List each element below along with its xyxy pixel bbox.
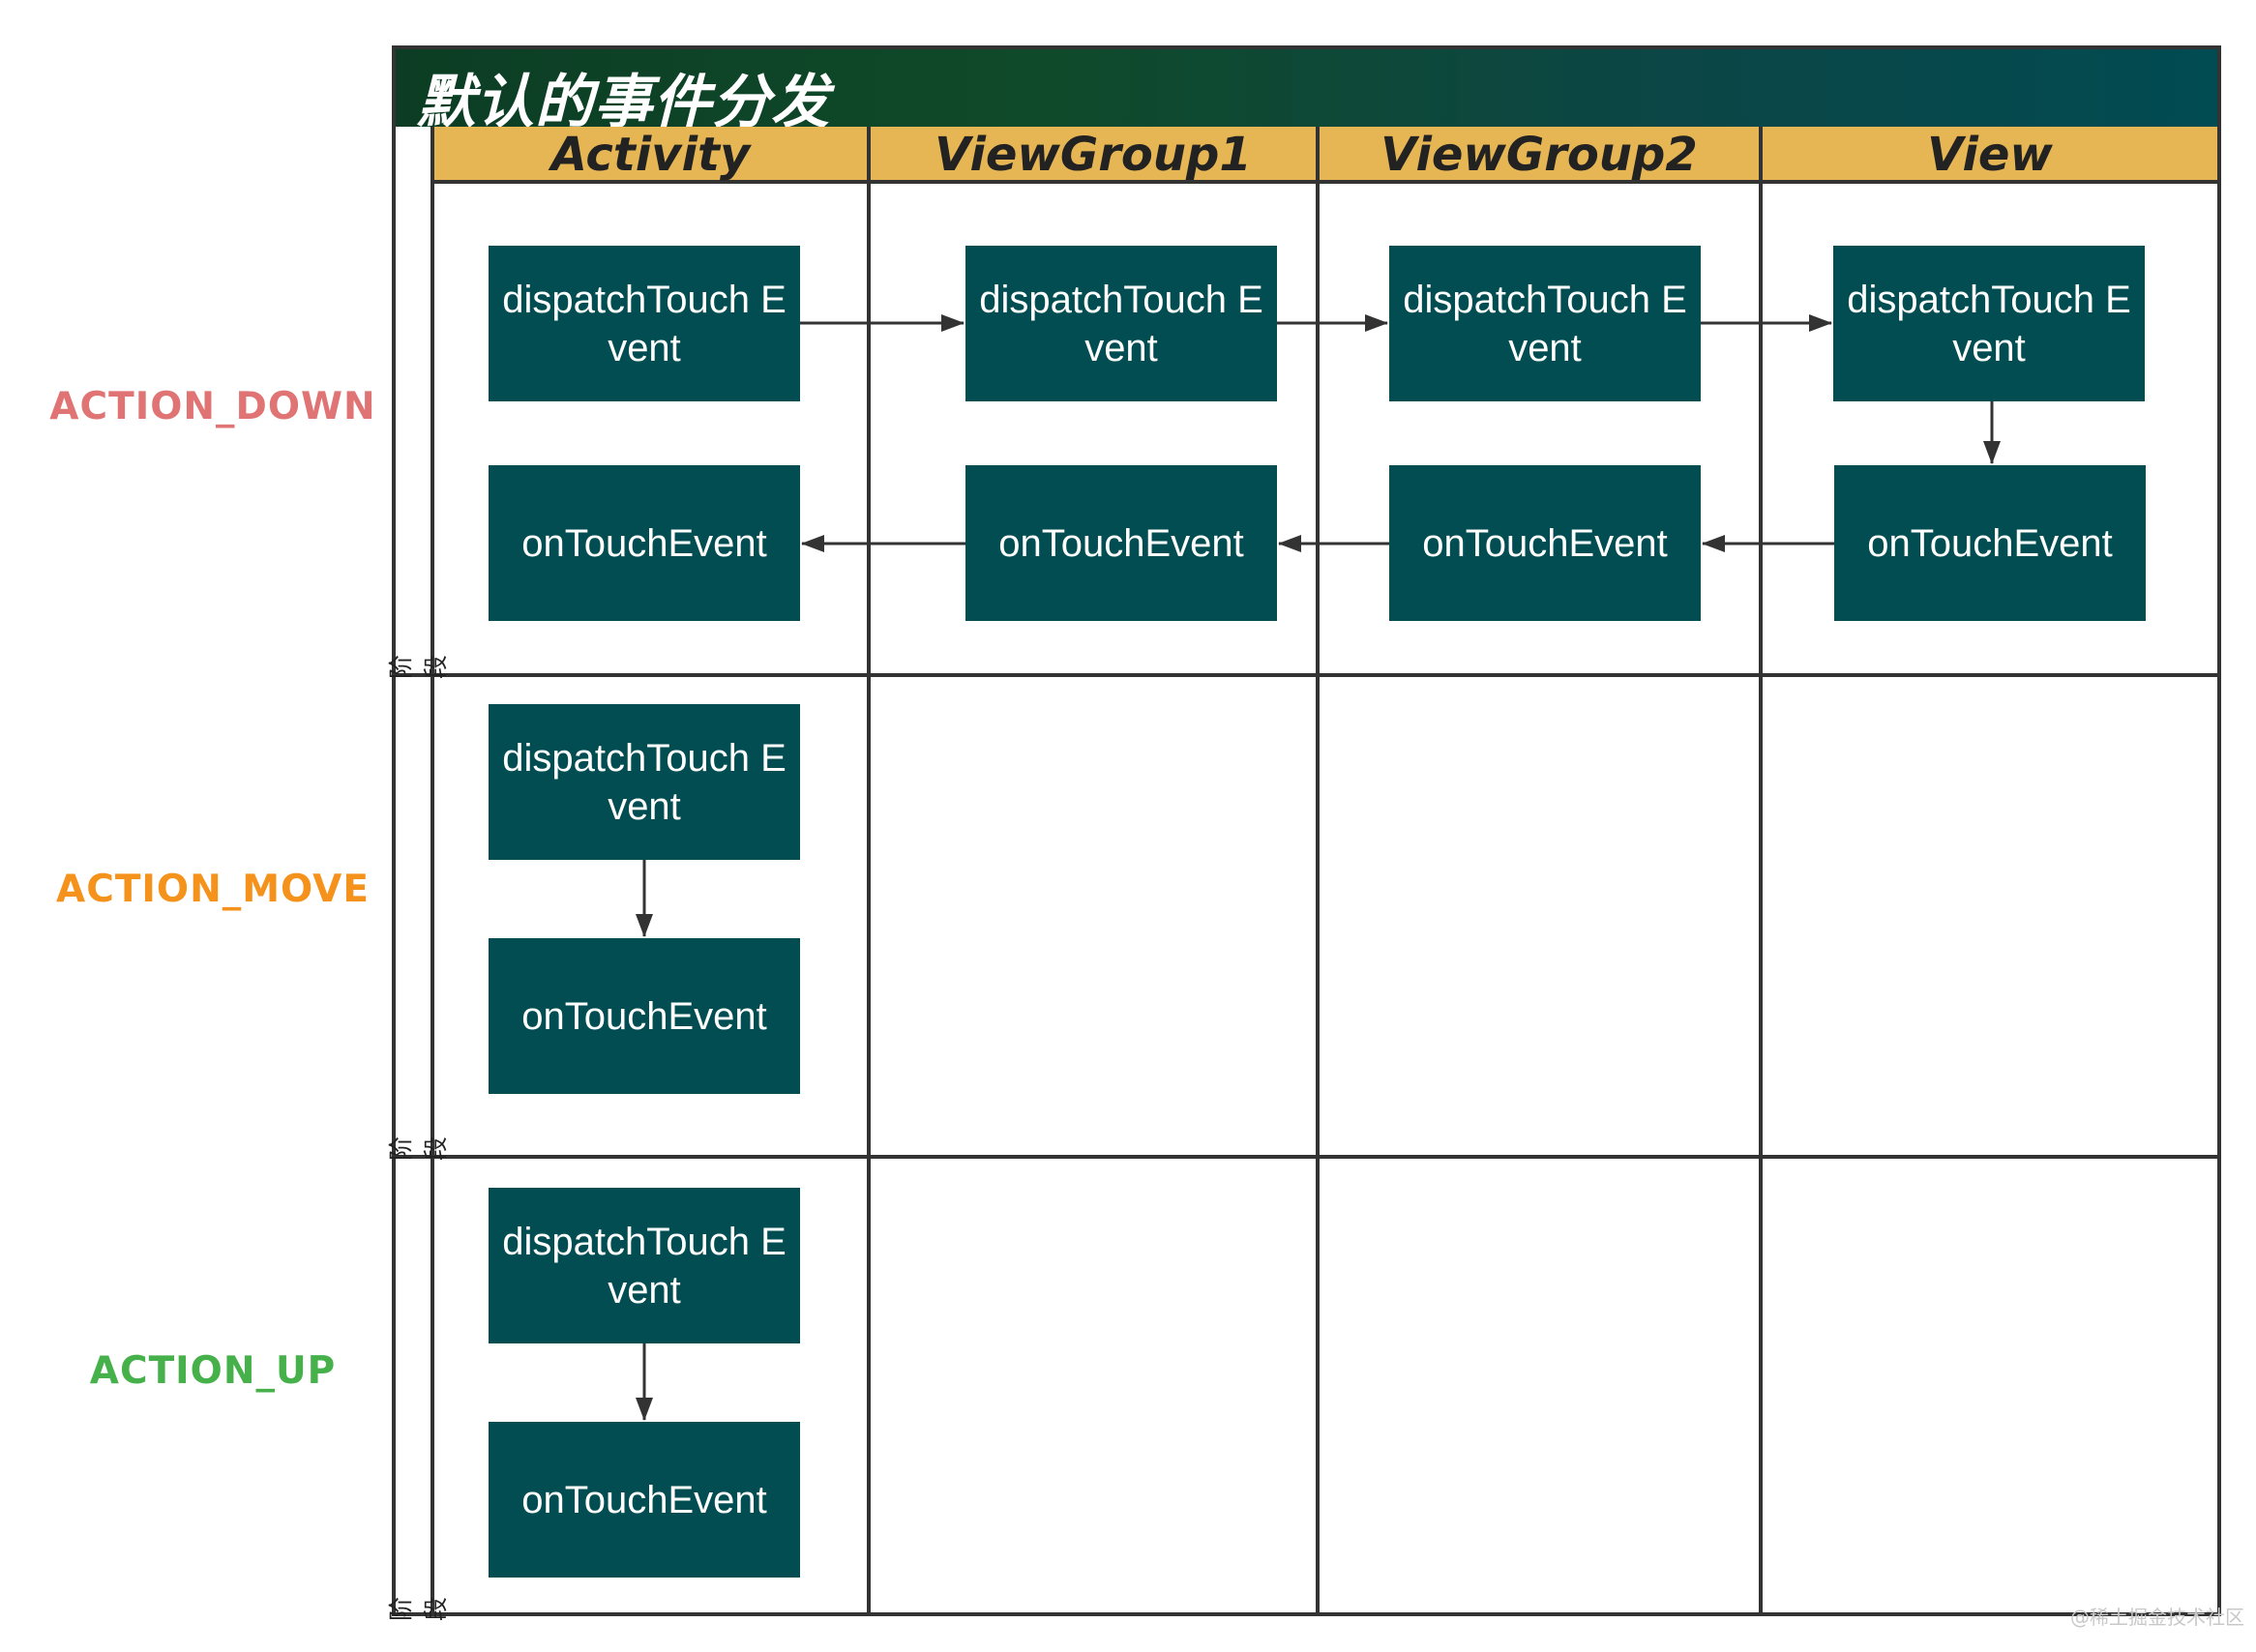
move-activity-ontouch-box: onTouchEvent [489,938,800,1094]
down-viewgroup2-ontouch-box: onTouchEvent [1389,465,1701,621]
stage-label-move: 阶段 [387,1136,450,1161]
diagram-title: 默认的事件分发 [417,69,830,136]
watermark: @稀土掘金技术社区 [2070,1606,2244,1629]
phase-label-action-move: ACTION_MOVE [56,868,370,911]
lane-header-viewgroup2: ViewGroup2 [1320,127,1759,184]
stage-column-divider [430,127,434,1612]
lane-divider-1 [867,127,871,1612]
move-activity-dispatch-box: dispatchTouch Event [489,704,800,860]
down-view-ontouch-box: onTouchEvent [1834,465,2146,621]
lane-divider-2 [1316,127,1320,1612]
down-viewgroup1-ontouch-box: onTouchEvent [965,465,1277,621]
lane-header-activity: Activity [434,127,867,184]
lane-divider-3 [1759,127,1763,1612]
stage-label-up: 阶段 [387,1596,450,1621]
up-activity-ontouch-box: onTouchEvent [489,1422,800,1578]
down-viewgroup1-dispatch-box: dispatchTouch Event [965,246,1277,401]
phase-label-action-up: ACTION_UP [89,1349,337,1393]
up-activity-dispatch-box: dispatchTouch Event [489,1188,800,1343]
lane-header-viewgroup1: ViewGroup1 [871,127,1316,184]
down-view-dispatch-box: dispatchTouch Event [1833,246,2145,401]
down-activity-ontouch-box: onTouchEvent [489,465,800,621]
stage-label-down: 阶段 [387,654,450,679]
down-activity-dispatch-box: dispatchTouch Event [489,246,800,401]
phase-label-action-down: ACTION_DOWN [49,385,376,428]
phase-divider-2 [396,1155,2217,1159]
down-viewgroup2-dispatch-box: dispatchTouch Event [1389,246,1701,401]
title-bar: 默认的事件分发 [396,49,2217,136]
phase-divider-1 [396,673,2217,677]
lane-header-view: View [1763,127,2217,184]
